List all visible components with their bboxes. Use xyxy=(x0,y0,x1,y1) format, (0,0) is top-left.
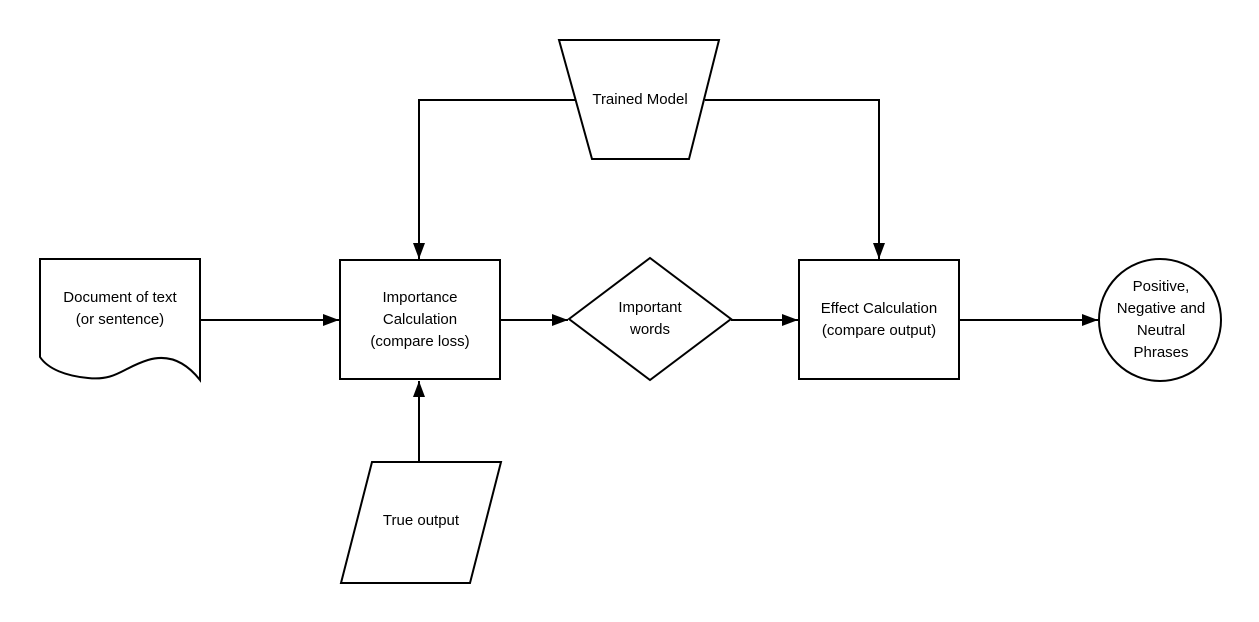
result-phrases-label: Positive, Negative and Neutral Phrases xyxy=(1116,278,1206,361)
document-shape xyxy=(39,258,201,383)
true-output-parallelogram xyxy=(339,461,503,584)
effect-calculation-label: Effect Calculation (compare output) xyxy=(820,300,938,339)
important-words-label: Important words xyxy=(618,299,682,338)
document-label: Document of text (or sentence) xyxy=(63,289,177,328)
importance-calculation-shape xyxy=(339,259,501,380)
edge-trained-model-to-importance xyxy=(413,99,576,259)
importance-calculation-label: Importance Calculation (compare loss) xyxy=(370,289,470,350)
trained-model-trapezoid xyxy=(557,39,721,160)
true-output-label: True output xyxy=(382,512,460,529)
edges xyxy=(200,99,1098,461)
result-phrases-circle xyxy=(1098,258,1222,382)
important-words-diamond xyxy=(567,256,733,382)
effect-calculation-shape xyxy=(798,259,960,380)
nodes xyxy=(39,39,1222,584)
trained-model-label: Trained Model xyxy=(592,91,688,108)
edge-trained-model-to-effect xyxy=(705,99,885,259)
